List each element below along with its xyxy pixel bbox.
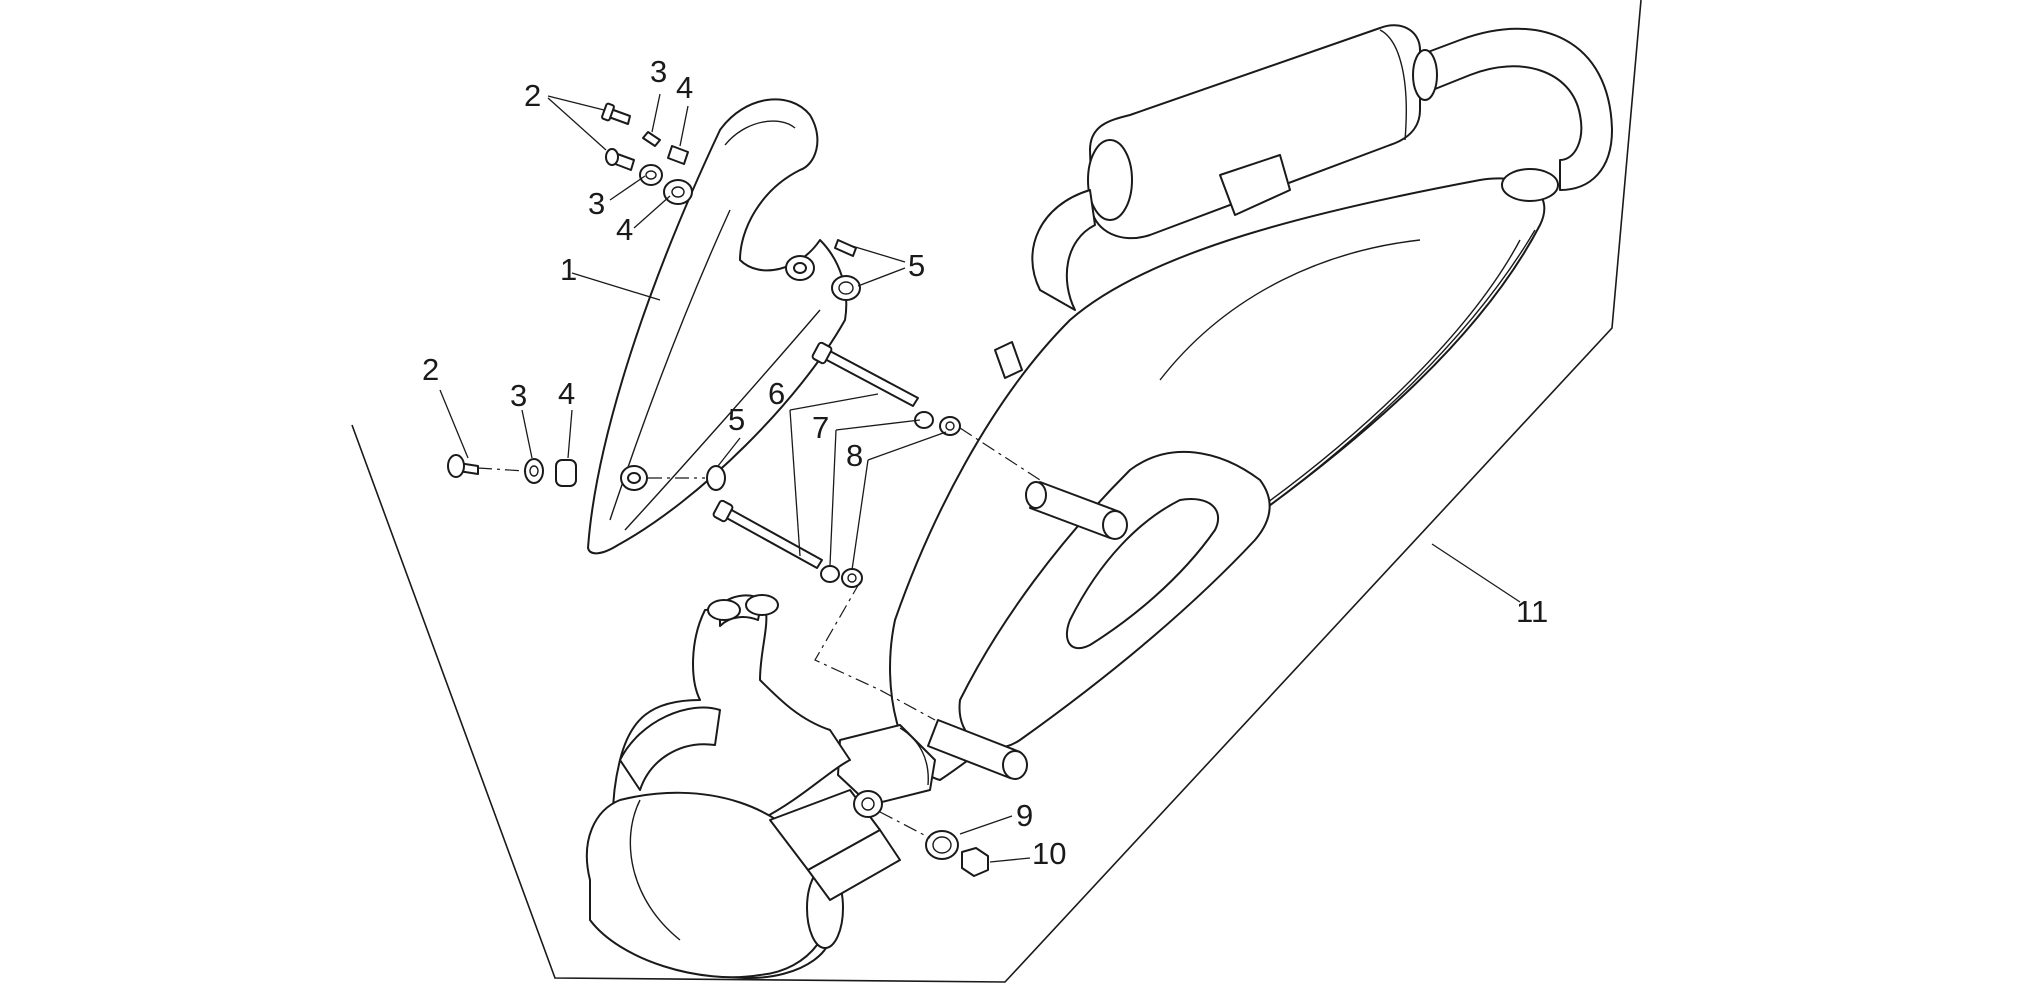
callout-8: 8 — [846, 438, 863, 473]
callout-5-left: 5 — [728, 402, 745, 437]
callout-7: 7 — [812, 410, 829, 445]
heat-shield — [587, 98, 848, 555]
centerline-lower — [814, 581, 936, 721]
centerline-nut — [879, 811, 931, 839]
callouts: 1 2 2 3 3 3 4 4 4 5 5 6 7 8 9 10 11 — [422, 54, 1548, 871]
callout-3-top: 3 — [650, 54, 667, 89]
callout-2-top: 2 — [524, 78, 541, 113]
assembly-frame — [351, 0, 1642, 983]
callout-4-top: 4 — [676, 70, 693, 105]
callout-11: 11 — [1516, 594, 1548, 629]
callout-10: 10 — [1032, 836, 1066, 871]
callout-2-left: 2 — [422, 352, 439, 387]
callout-4-left: 4 — [558, 376, 575, 411]
callout-6: 6 — [768, 376, 785, 411]
callout-5-top: 5 — [908, 248, 925, 283]
left-hardware — [447, 454, 726, 491]
nut-10 — [961, 847, 989, 877]
header-pipes — [585, 594, 901, 979]
callout-4-mid: 4 — [616, 212, 633, 247]
callout-1: 1 — [560, 252, 577, 287]
callout-9: 9 — [1016, 798, 1033, 833]
top-hardware — [601, 102, 861, 301]
washer-9-hole — [932, 836, 952, 854]
washer-9 — [925, 830, 959, 860]
exhaust-body — [837, 24, 1613, 806]
leader-lines — [439, 93, 1521, 863]
callout-3-mid: 3 — [588, 186, 605, 221]
long-bolts — [712, 341, 961, 588]
centerline-upper — [959, 427, 1041, 481]
callout-3-left: 3 — [510, 378, 527, 413]
